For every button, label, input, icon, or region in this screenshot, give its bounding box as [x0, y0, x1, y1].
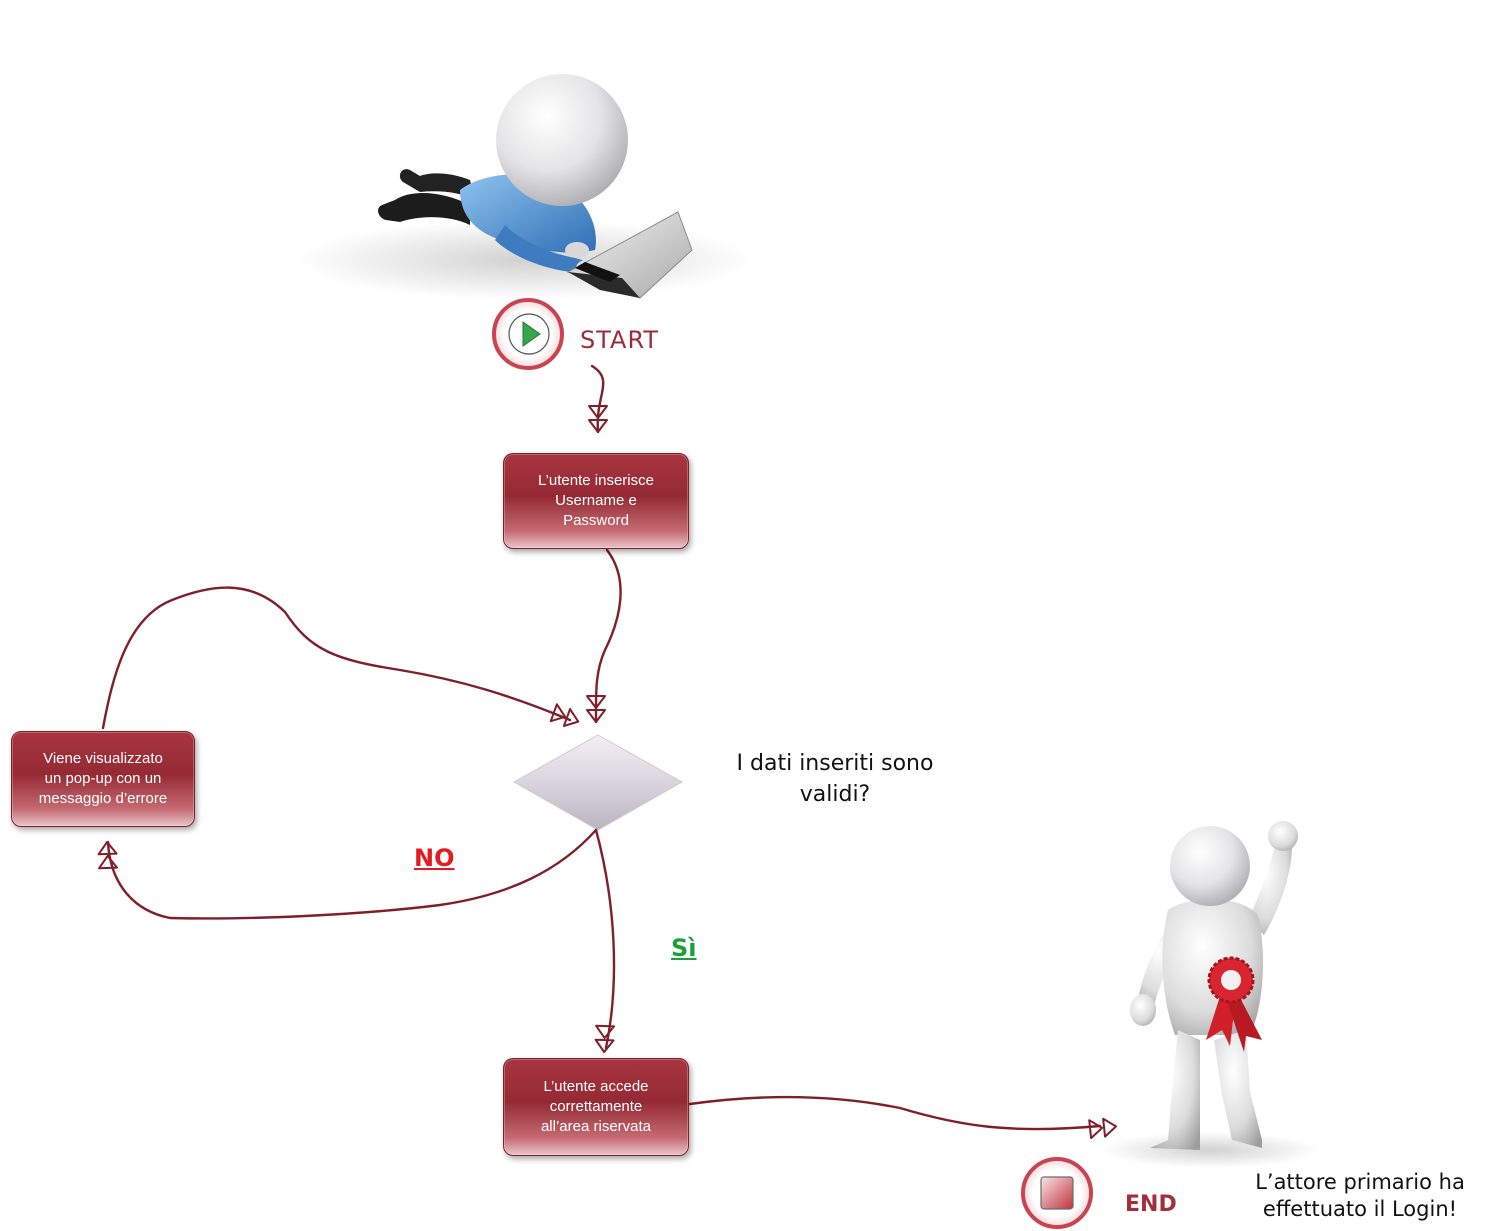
arrowhead-input-to-decision — [586, 695, 606, 723]
arrowhead-start-to-input — [588, 405, 608, 433]
branch-no-label: NO — [414, 844, 455, 872]
end-actor-illustration — [1100, 821, 1320, 1168]
arrowhead-error-to-decision — [549, 703, 580, 727]
connector-start-to-input — [590, 364, 605, 434]
step-error-line: Viene visualizzato — [43, 750, 163, 767]
step-input-line: Username e — [555, 492, 637, 509]
start-label: START — [580, 326, 660, 354]
connector-decision-to-access — [594, 828, 616, 1050]
step-access-line: L’utente accede — [543, 1078, 649, 1095]
arrowhead-decision-to-error — [97, 840, 119, 870]
branch-yes-label: Sì — [671, 934, 697, 962]
connector-access-to-end — [688, 1095, 1102, 1131]
start-actor-illustration — [295, 74, 755, 300]
decision-diamond — [512, 734, 684, 831]
step-input-credentials: L’utente inserisce Username e Password — [503, 453, 689, 549]
end-label: END — [1125, 1192, 1177, 1217]
connector-decision-to-error — [106, 828, 598, 920]
step-input-line: Password — [563, 512, 629, 529]
arrowhead-access-to-end — [1088, 1117, 1118, 1140]
step-error-line: un pop-up con un — [44, 770, 162, 787]
stop-icon — [1021, 1157, 1093, 1229]
play-icon — [492, 298, 564, 370]
step-access-granted: L’utente accede correttamente all’area r… — [503, 1058, 689, 1156]
step-error-line: messaggio d’errore — [38, 790, 168, 807]
step-input-line: L’utente inserisce — [538, 472, 654, 489]
arrowhead-decision-to-access — [594, 1024, 616, 1054]
connector-error-to-decision — [101, 586, 572, 730]
step-error-popup: Viene visualizzato un pop-up con un mess… — [11, 731, 195, 827]
step-access-line: correttamente — [549, 1098, 643, 1115]
final-message: L’attore primario ha effettuato il Login… — [1255, 1170, 1465, 1221]
step-access-line: all’area riservata — [540, 1118, 652, 1135]
decision-question: I dati inseriti sono validi? — [736, 751, 934, 807]
